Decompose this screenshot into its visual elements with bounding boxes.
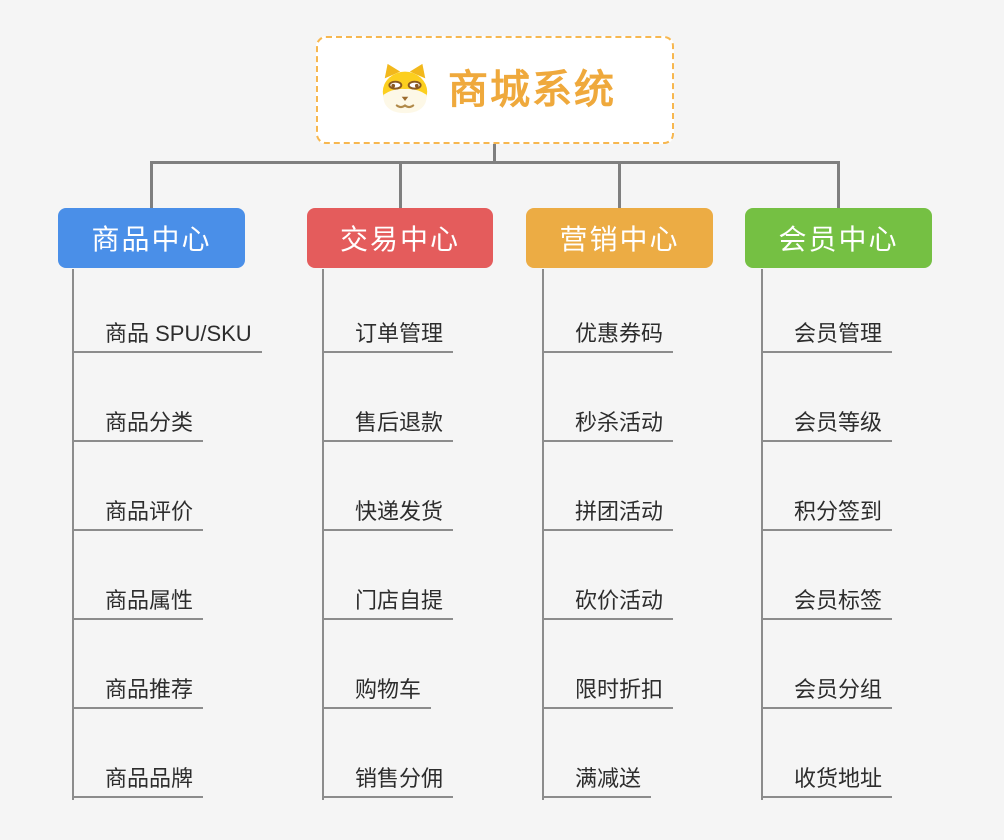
- branch-node-trade-center[interactable]: 交易中心: [307, 208, 493, 268]
- leaf-column-marketing-center: 优惠券码 秒杀活动 拼团活动 砍价活动 限时折扣 满减送: [542, 264, 674, 800]
- branch-node-marketing-center[interactable]: 营销中心: [526, 208, 713, 268]
- leaf-node[interactable]: 快递发货: [322, 442, 454, 531]
- connector-drop-trade: [399, 161, 402, 208]
- leaf-node[interactable]: 秒杀活动: [542, 353, 674, 442]
- connector-bus: [150, 161, 839, 164]
- leaf-node[interactable]: 会员标签: [761, 531, 893, 620]
- leaf-node[interactable]: 会员管理: [761, 264, 893, 353]
- leaf-node[interactable]: 收货地址: [761, 709, 893, 798]
- leaf-node[interactable]: 积分签到: [761, 442, 893, 531]
- leaf-column-trade-center: 订单管理 售后退款 快递发货 门店自提 购物车 销售分佣: [322, 264, 454, 800]
- leaf-column-member-center: 会员管理 会员等级 积分签到 会员标签 会员分组 收货地址: [761, 264, 893, 800]
- branch-node-member-center[interactable]: 会员中心: [745, 208, 932, 268]
- leaf-node[interactable]: 满减送: [542, 709, 652, 798]
- doge-icon: [374, 62, 436, 118]
- leaf-node[interactable]: 商品评价: [72, 442, 204, 531]
- leaf-node[interactable]: 砍价活动: [542, 531, 674, 620]
- leaf-node[interactable]: 订单管理: [322, 264, 454, 353]
- connector-drop-member: [837, 161, 840, 208]
- connector-root-stem: [493, 144, 496, 164]
- leaf-node[interactable]: 会员等级: [761, 353, 893, 442]
- root-title: 商城系统: [448, 68, 616, 112]
- leaf-node[interactable]: 商品分类: [72, 353, 204, 442]
- connector-drop-marketing: [618, 161, 621, 208]
- branch-node-product-center[interactable]: 商品中心: [58, 208, 245, 268]
- leaf-column-product-center: 商品 SPU/SKU 商品分类 商品评价 商品属性 商品推荐 商品品牌: [72, 264, 262, 800]
- connector-drop-product: [150, 161, 153, 208]
- leaf-node[interactable]: 限时折扣: [542, 620, 674, 709]
- leaf-node[interactable]: 售后退款: [322, 353, 454, 442]
- leaf-node[interactable]: 销售分佣: [322, 709, 454, 798]
- leaf-node[interactable]: 商品推荐: [72, 620, 204, 709]
- leaf-node[interactable]: 门店自提: [322, 531, 454, 620]
- leaf-node[interactable]: 会员分组: [761, 620, 893, 709]
- leaf-node[interactable]: 优惠券码: [542, 264, 674, 353]
- leaf-node[interactable]: 商品品牌: [72, 709, 204, 798]
- leaf-node[interactable]: 拼团活动: [542, 442, 674, 531]
- root-node[interactable]: 商城系统: [316, 36, 674, 144]
- leaf-node[interactable]: 购物车: [322, 620, 432, 709]
- leaf-node[interactable]: 商品 SPU/SKU: [72, 264, 262, 353]
- leaf-node[interactable]: 商品属性: [72, 531, 204, 620]
